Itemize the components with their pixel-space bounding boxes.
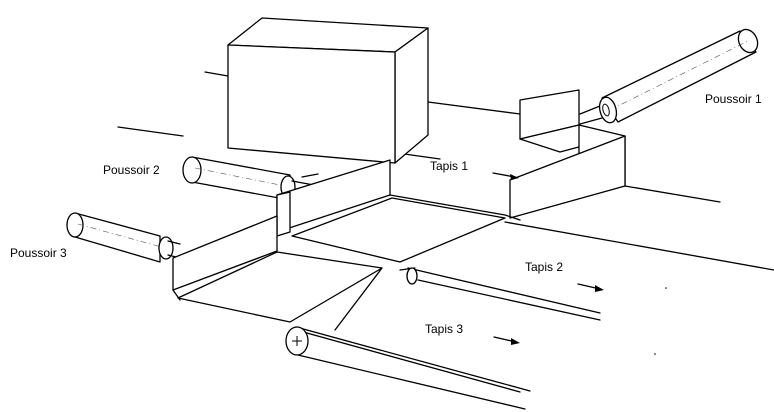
poussoir-2 bbox=[182, 156, 391, 237]
tapis-1-arrow bbox=[492, 172, 519, 180]
tapis-2-arrow bbox=[577, 283, 604, 292]
scan-dot bbox=[654, 353, 656, 355]
tapis-1-pusher-plate bbox=[509, 135, 626, 219]
tapis-3-conveyor bbox=[285, 267, 531, 410]
direction-arrows bbox=[492, 172, 604, 345]
tapis-1-label: Tapis 1 bbox=[430, 159, 468, 173]
poussoir-3 bbox=[66, 212, 278, 291]
poussoir-1-label: Poussoir 1 bbox=[705, 92, 762, 106]
box-object bbox=[227, 17, 429, 164]
poussoir-3-label: Poussoir 3 bbox=[10, 246, 67, 260]
poussoir-2-label: Poussoir 2 bbox=[103, 163, 160, 177]
tapis-2-conveyor bbox=[406, 267, 601, 321]
scan-dot bbox=[665, 287, 667, 289]
tapis-3-arrow bbox=[493, 336, 520, 345]
junction-plates bbox=[172, 194, 774, 323]
tapis-3-label: Tapis 3 bbox=[425, 322, 463, 336]
tapis-2-label: Tapis 2 bbox=[525, 260, 563, 274]
